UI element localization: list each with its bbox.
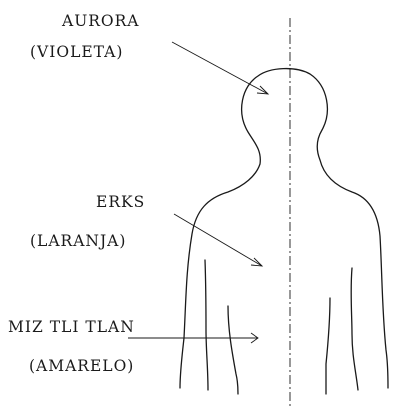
right-inner-arm-line <box>351 268 358 390</box>
pointer-aurora <box>172 42 268 94</box>
label-erks-color: (LARANJA) <box>30 232 126 250</box>
label-aurora-name: AURORA <box>61 12 140 30</box>
left-inner-arm-line <box>205 260 208 390</box>
arrowhead-erks <box>251 258 262 266</box>
left-torso-line <box>228 306 238 394</box>
label-miztlitlan-name: MIZ TLI TLAN <box>8 318 135 336</box>
right-torso-line <box>326 298 330 394</box>
arrowhead-aurora <box>257 86 268 94</box>
label-aurora-color: (VIOLETA) <box>30 43 123 61</box>
label-erks-name: ERKS <box>96 193 145 211</box>
body-outline <box>180 69 388 388</box>
label-miztlitlan-color: (AMARELO) <box>29 357 134 375</box>
pointer-erks <box>174 214 262 266</box>
